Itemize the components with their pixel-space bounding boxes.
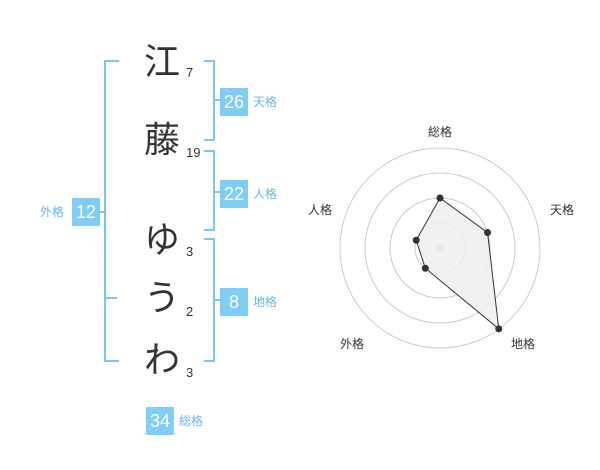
name-char-3: ゆ <box>143 220 180 261</box>
jinkaku-value: 22 <box>220 180 248 208</box>
radar-area <box>415 197 500 331</box>
chikaku-bracket-tick <box>213 299 220 301</box>
radar-grid-ring <box>364 172 516 324</box>
stroke-count-3: 3 <box>186 244 194 259</box>
name-char-4: う <box>143 278 180 319</box>
gaikaku-bracket-tick <box>100 211 105 213</box>
soukaku-label: 総格 <box>179 414 204 428</box>
radar-axis-label-jinkaku: 人格 <box>308 203 333 217</box>
stroke-count-1: 7 <box>186 65 194 80</box>
jinkaku-bracket <box>204 150 215 231</box>
soukaku-value: 34 <box>146 407 174 435</box>
jinkaku-label: 人格 <box>253 187 278 201</box>
name-char-5: わ <box>143 340 180 381</box>
radar-point-0 <box>436 194 444 202</box>
radar-point-2 <box>495 325 503 333</box>
gaikaku-bracket-split <box>104 297 117 299</box>
radar-point-1 <box>484 229 492 237</box>
radar-grid-ring <box>339 147 541 349</box>
gaikaku-bracket <box>104 60 119 362</box>
name-char-1: 江 <box>143 42 180 83</box>
jinkaku-bracket-tick <box>213 191 220 193</box>
stroke-count-4: 2 <box>186 304 194 319</box>
stroke-count-2: 19 <box>186 145 201 160</box>
radar-axis-label-chikaku: 地格 <box>511 337 536 351</box>
radar-point-4 <box>412 236 420 244</box>
tenkaku-label: 天格 <box>253 95 278 109</box>
gaikaku-value: 12 <box>72 198 100 226</box>
radar-point-3 <box>421 264 429 272</box>
radar-axis-label-gaikaku: 外格 <box>340 337 365 351</box>
name-char-2: 藤 <box>143 120 180 161</box>
gaikaku-label: 外格 <box>40 205 65 219</box>
chikaku-value: 8 <box>220 288 248 316</box>
tenkaku-bracket-tick <box>213 99 220 101</box>
radar-axis-label-tenkaku: 天格 <box>550 203 575 217</box>
tenkaku-value: 26 <box>220 88 248 116</box>
radar-axis-label-soukaku: 総格 <box>428 125 453 139</box>
stroke-count-5: 3 <box>186 365 194 380</box>
chikaku-label: 地格 <box>253 295 278 309</box>
